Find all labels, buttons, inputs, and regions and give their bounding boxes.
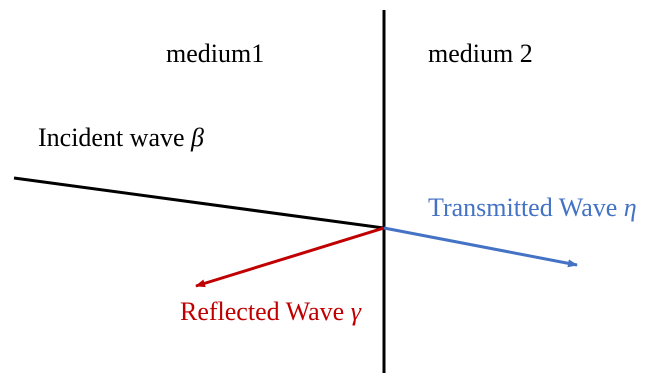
reflected-wave-text: Reflected Wave bbox=[180, 297, 351, 326]
transmitted-wave-label: Transmitted Wave η bbox=[428, 193, 637, 222]
transmitted-wave-arrow bbox=[383, 226, 578, 268]
incident-wave-symbol: β bbox=[190, 123, 204, 152]
transmitted-wave-symbol: η bbox=[624, 193, 637, 222]
reflected-wave-arrow bbox=[195, 226, 385, 288]
reflected-wave-label: Reflected Wave γ bbox=[180, 297, 362, 326]
incident-wave-text: Incident wave bbox=[38, 123, 191, 152]
medium-left-label: medium1 bbox=[166, 39, 264, 68]
medium-right-label: medium 2 bbox=[428, 39, 533, 68]
transmitted-wave-text: Transmitted Wave bbox=[428, 193, 624, 222]
incident-wave-line bbox=[13, 176, 385, 230]
incident-wave-label: Incident wave β bbox=[38, 123, 204, 152]
reflected-wave-symbol: γ bbox=[351, 297, 362, 326]
